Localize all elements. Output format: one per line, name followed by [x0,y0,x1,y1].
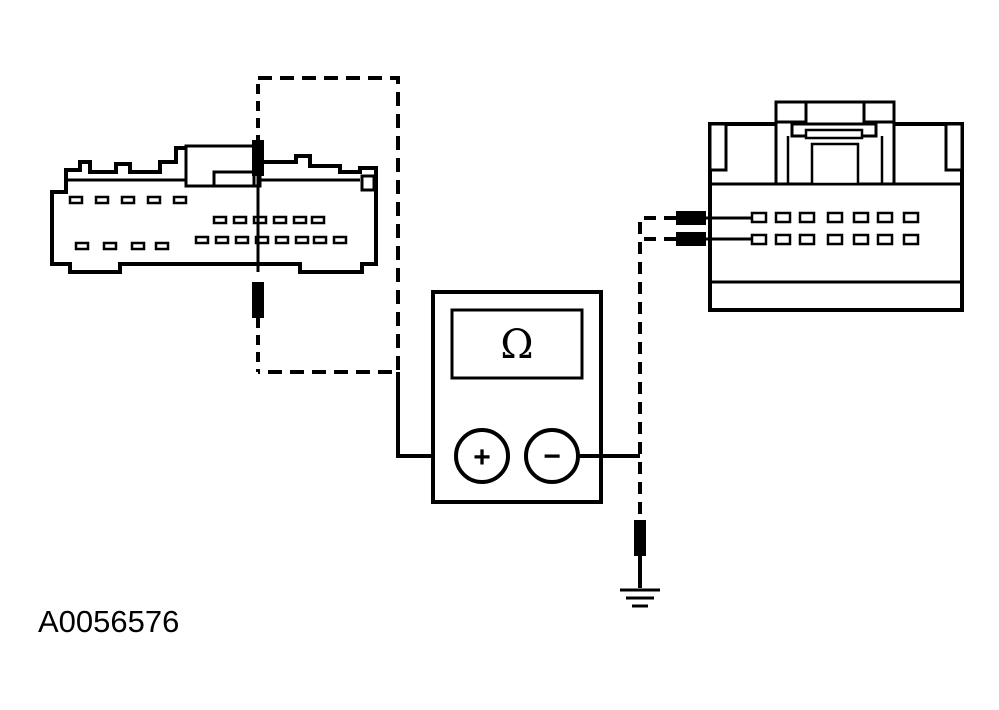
figure-label: A0056576 [38,604,180,639]
ground-icon [620,588,660,608]
negative-terminal-label: − [543,440,561,473]
positive-terminal-label: + [473,441,491,474]
positive-terminal [454,428,510,484]
jumper-wire [258,76,400,374]
top-back-probe [252,84,264,272]
bottom-probe [252,282,264,372]
ohm-symbol: Ω [500,322,533,368]
ohmmeter: Ω + − [431,290,603,504]
meter-display [450,308,584,380]
right-connector [708,100,964,312]
ground-path [638,216,676,516]
right-connector-probes [676,211,752,246]
ground-probe [634,520,646,588]
left-connector [50,144,378,274]
